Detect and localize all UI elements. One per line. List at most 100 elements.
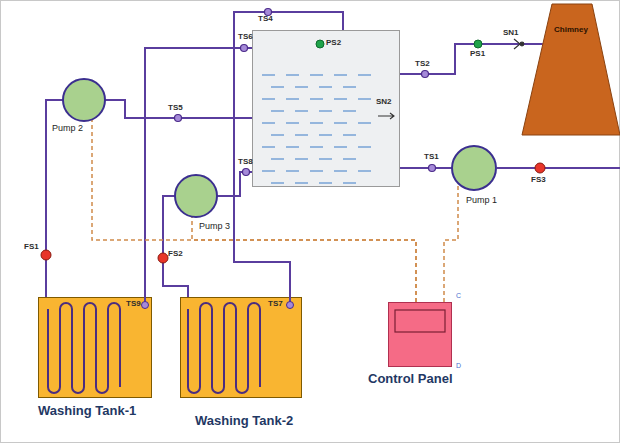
sensor-dot <box>422 71 429 78</box>
flow-sensor <box>535 163 545 173</box>
control-line <box>192 217 416 302</box>
pressure-sensor <box>474 40 482 48</box>
water-dash <box>271 110 284 112</box>
pipe <box>145 48 252 297</box>
water-dash <box>262 98 275 100</box>
sensor-dot <box>287 302 294 309</box>
sensor-label: TS9 <box>126 300 141 309</box>
heating-coil <box>48 303 120 393</box>
water-dash <box>310 98 323 100</box>
sensor-label: TS5 <box>168 104 183 113</box>
sensor-label: FS2 <box>168 250 183 259</box>
chimney-label: Chimney <box>522 26 620 35</box>
control-panel: Control Panel <box>388 302 452 367</box>
water-dash <box>358 74 371 76</box>
chimney-shape <box>522 4 620 135</box>
water-dash <box>295 110 308 112</box>
water-dash <box>343 110 356 112</box>
washing-tank: Washing Tank-2 <box>180 297 302 398</box>
water-dash <box>310 122 323 124</box>
water-dash <box>319 86 332 88</box>
pump-label: Pump 3 <box>199 222 230 232</box>
water-dash <box>310 146 323 148</box>
sensor-label: TS6 <box>238 33 253 42</box>
water-dash <box>286 170 299 172</box>
sensor-mark <box>520 42 524 46</box>
water-surface <box>262 75 371 183</box>
water-dash <box>262 170 275 172</box>
sensor-dot <box>241 45 248 52</box>
water-dash <box>286 122 299 124</box>
water-dash <box>343 182 356 184</box>
flow-sensor <box>41 250 51 260</box>
washing-tank-body <box>39 298 152 398</box>
pump: Pump 3 <box>174 174 218 218</box>
water-dash <box>286 146 299 148</box>
pump-body <box>452 146 496 190</box>
pump-label: Pump 2 <box>52 124 83 134</box>
pump-shape <box>451 145 497 191</box>
water-dash <box>295 158 308 160</box>
pump-label: Pump 1 <box>466 196 497 206</box>
water-dash <box>334 74 347 76</box>
sensor-label: SN1 <box>503 29 519 38</box>
water-dash <box>262 74 275 76</box>
water-dash <box>358 122 371 124</box>
tank-label: Washing Tank-2 <box>195 414 293 428</box>
water-dash <box>295 182 308 184</box>
water-dash <box>295 134 308 136</box>
storage-tank-body <box>253 31 400 187</box>
sensor-dot <box>243 169 250 176</box>
pressure-sensor <box>316 40 324 48</box>
sensor-label: PS1 <box>470 50 485 59</box>
water-dash <box>334 98 347 100</box>
panel-label: Control Panel <box>368 372 453 386</box>
sensor-label: FS3 <box>531 176 546 185</box>
water-dash <box>319 182 332 184</box>
water-dash <box>286 74 299 76</box>
water-dash <box>358 146 371 148</box>
water-dash <box>319 134 332 136</box>
flow-sensor <box>158 253 168 263</box>
sn-sensor-symbol <box>378 113 394 119</box>
control-panel-body <box>389 303 452 367</box>
water-dash <box>343 158 356 160</box>
heating-coil <box>188 303 260 393</box>
sensor-label: TS7 <box>268 300 283 309</box>
water-dash <box>271 86 284 88</box>
water-dash <box>343 86 356 88</box>
washing-tank-shape <box>38 297 152 398</box>
water-dash <box>310 170 323 172</box>
control-panel-shape <box>388 302 452 367</box>
pump-shape <box>174 174 218 218</box>
washing-tank-shape <box>180 297 302 398</box>
sn-sensor-symbol <box>514 39 524 49</box>
sensor-label: FS1 <box>24 243 39 252</box>
tank-label: Washing Tank-1 <box>38 404 136 418</box>
water-dash <box>358 170 371 172</box>
chimney: Chimney <box>522 4 620 135</box>
sensor-label: TS4 <box>258 15 273 24</box>
sensor-dot <box>175 115 182 122</box>
water-dash <box>271 182 284 184</box>
outlet-pipe <box>497 167 620 169</box>
sensor-label: TS8 <box>238 158 253 167</box>
water-dash <box>319 158 332 160</box>
storage-tank: PS2SN2 <box>252 30 400 187</box>
water-dash <box>271 134 284 136</box>
water-dash <box>334 146 347 148</box>
sensor-label: PS2 <box>326 39 341 48</box>
washing-tank: Washing Tank-1 <box>38 297 152 398</box>
chimney-body <box>522 4 620 135</box>
water-dash <box>343 134 356 136</box>
terminal-letter: C <box>456 292 461 300</box>
pipe <box>400 44 543 74</box>
water-dash <box>262 146 275 148</box>
sensor-label: TS2 <box>415 60 430 69</box>
pump: Pump 1 <box>451 145 497 191</box>
water-dash <box>310 74 323 76</box>
water-dash <box>334 122 347 124</box>
water-dash <box>334 170 347 172</box>
water-dash <box>286 98 299 100</box>
